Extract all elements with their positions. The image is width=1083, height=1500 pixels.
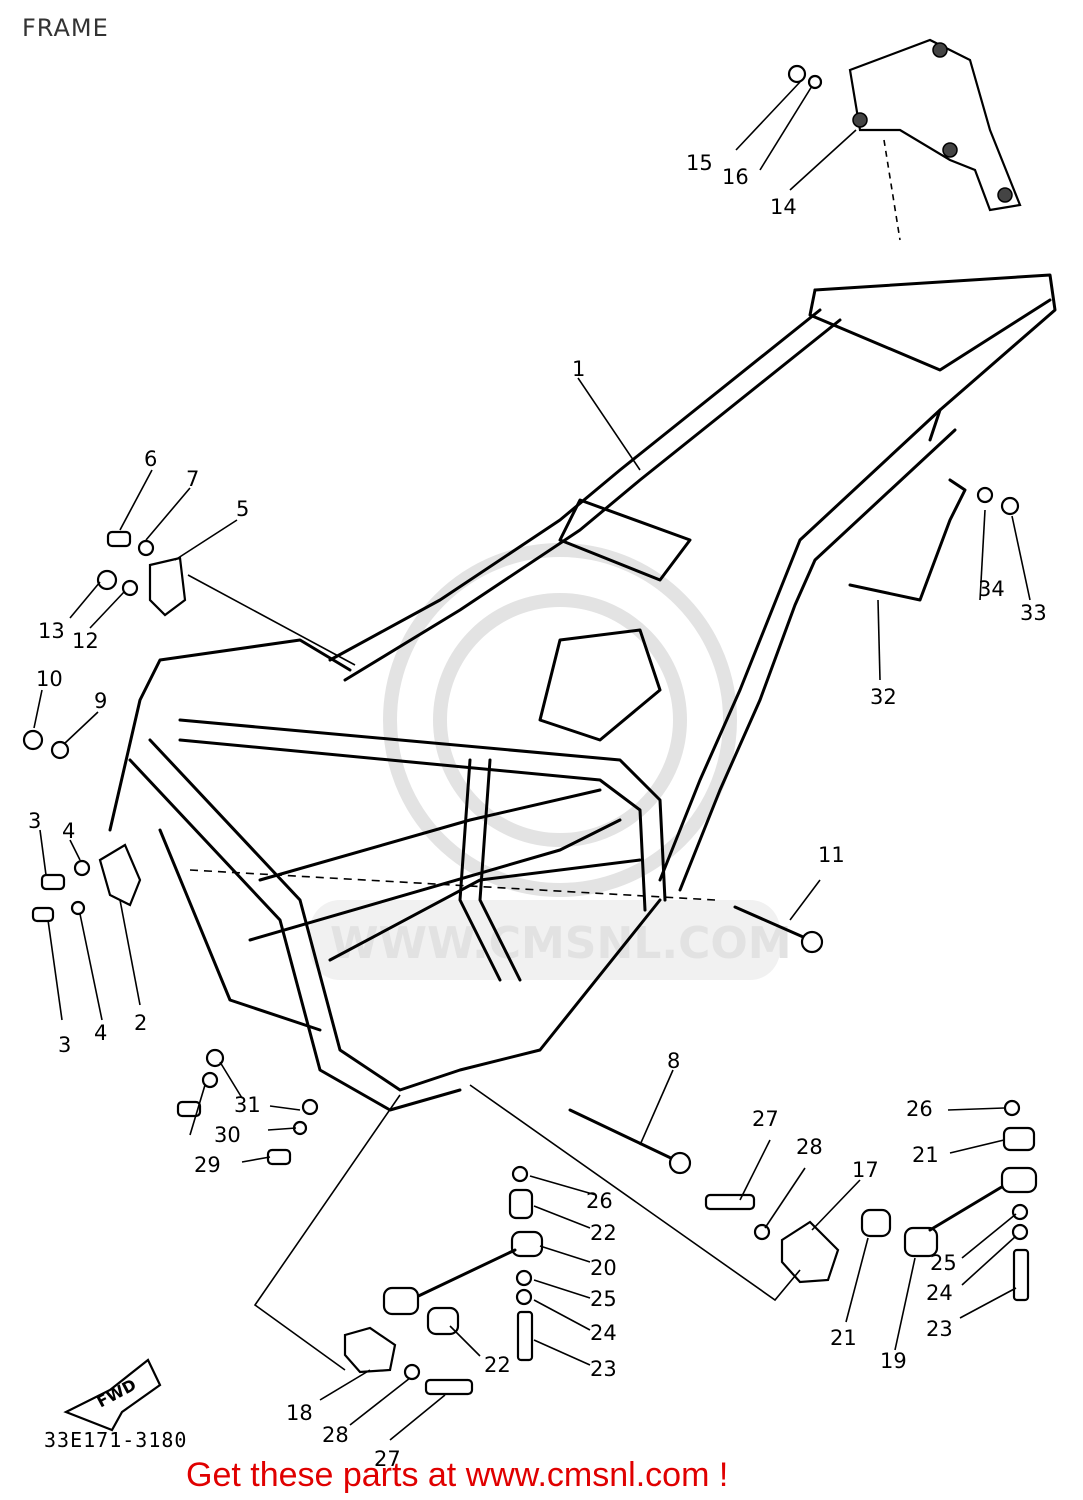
watermark-text: WWW.CMSNL.COM bbox=[330, 918, 792, 969]
callout-27-upper: 27 bbox=[752, 1107, 779, 1131]
callout-3-upper: 3 bbox=[28, 809, 41, 833]
callout-11: 11 bbox=[818, 843, 845, 867]
callout-10: 10 bbox=[36, 667, 63, 691]
callout-9: 9 bbox=[94, 689, 107, 713]
callout-27-lower: 27 bbox=[374, 1447, 401, 1471]
callout-3-lower: 3 bbox=[58, 1033, 71, 1057]
callout-4-lower: 4 bbox=[94, 1021, 107, 1045]
callout-32: 32 bbox=[870, 685, 897, 709]
callout-16: 16 bbox=[722, 165, 749, 189]
callout-28-lower: 28 bbox=[322, 1423, 349, 1447]
callout-19: 19 bbox=[880, 1349, 907, 1373]
callout-34: 34 bbox=[978, 577, 1005, 601]
callout-1: 1 bbox=[572, 357, 585, 381]
callout-5: 5 bbox=[236, 497, 249, 521]
callout-33: 33 bbox=[1020, 601, 1047, 625]
callout-8: 8 bbox=[667, 1049, 680, 1073]
callout-12: 12 bbox=[72, 629, 99, 653]
callout-30: 30 bbox=[214, 1123, 241, 1147]
promo-link-text[interactable]: Get these parts at www.cmsnl.com ! bbox=[186, 1456, 729, 1494]
callout-29: 29 bbox=[194, 1153, 221, 1177]
callout-15: 15 bbox=[686, 151, 713, 175]
callout-24-left: 24 bbox=[590, 1321, 617, 1345]
callout-26-right: 26 bbox=[906, 1097, 933, 1121]
callout-13: 13 bbox=[38, 619, 65, 643]
callout-21-lower: 21 bbox=[830, 1326, 857, 1350]
callout-18: 18 bbox=[286, 1401, 313, 1425]
callout-4-upper: 4 bbox=[62, 819, 75, 843]
callout-2: 2 bbox=[134, 1011, 147, 1035]
callout-7: 7 bbox=[186, 467, 199, 491]
callout-23-right: 23 bbox=[926, 1317, 953, 1341]
callout-26-left: 26 bbox=[586, 1189, 613, 1213]
callout-20: 20 bbox=[590, 1256, 617, 1280]
callout-21-right: 21 bbox=[912, 1143, 939, 1167]
callout-22-lower: 22 bbox=[484, 1353, 511, 1377]
callout-28-upper: 28 bbox=[796, 1135, 823, 1159]
callout-6: 6 bbox=[144, 447, 157, 471]
callout-23-left: 23 bbox=[590, 1357, 617, 1381]
callout-31: 31 bbox=[234, 1093, 261, 1117]
main-frame bbox=[108, 273, 1057, 1112]
callout-25-right: 25 bbox=[930, 1251, 957, 1275]
page-title: FRAME bbox=[22, 14, 109, 42]
watermark: WWW.CMSNL.COM bbox=[310, 543, 792, 980]
callout-14: 14 bbox=[770, 195, 797, 219]
reference-code: 33E171-3180 bbox=[44, 1428, 188, 1452]
leader-lines bbox=[33, 81, 1031, 1441]
callout-labels: 1 2 3 3 4 4 5 6 7 8 9 10 11 12 13 14 15 … bbox=[28, 151, 1047, 1471]
callout-17: 17 bbox=[852, 1158, 879, 1182]
callout-22-upper: 22 bbox=[590, 1221, 617, 1245]
callout-24-right: 24 bbox=[926, 1281, 953, 1305]
hardware: FWD bbox=[22, 38, 1038, 1432]
callout-25-left: 25 bbox=[590, 1287, 617, 1311]
